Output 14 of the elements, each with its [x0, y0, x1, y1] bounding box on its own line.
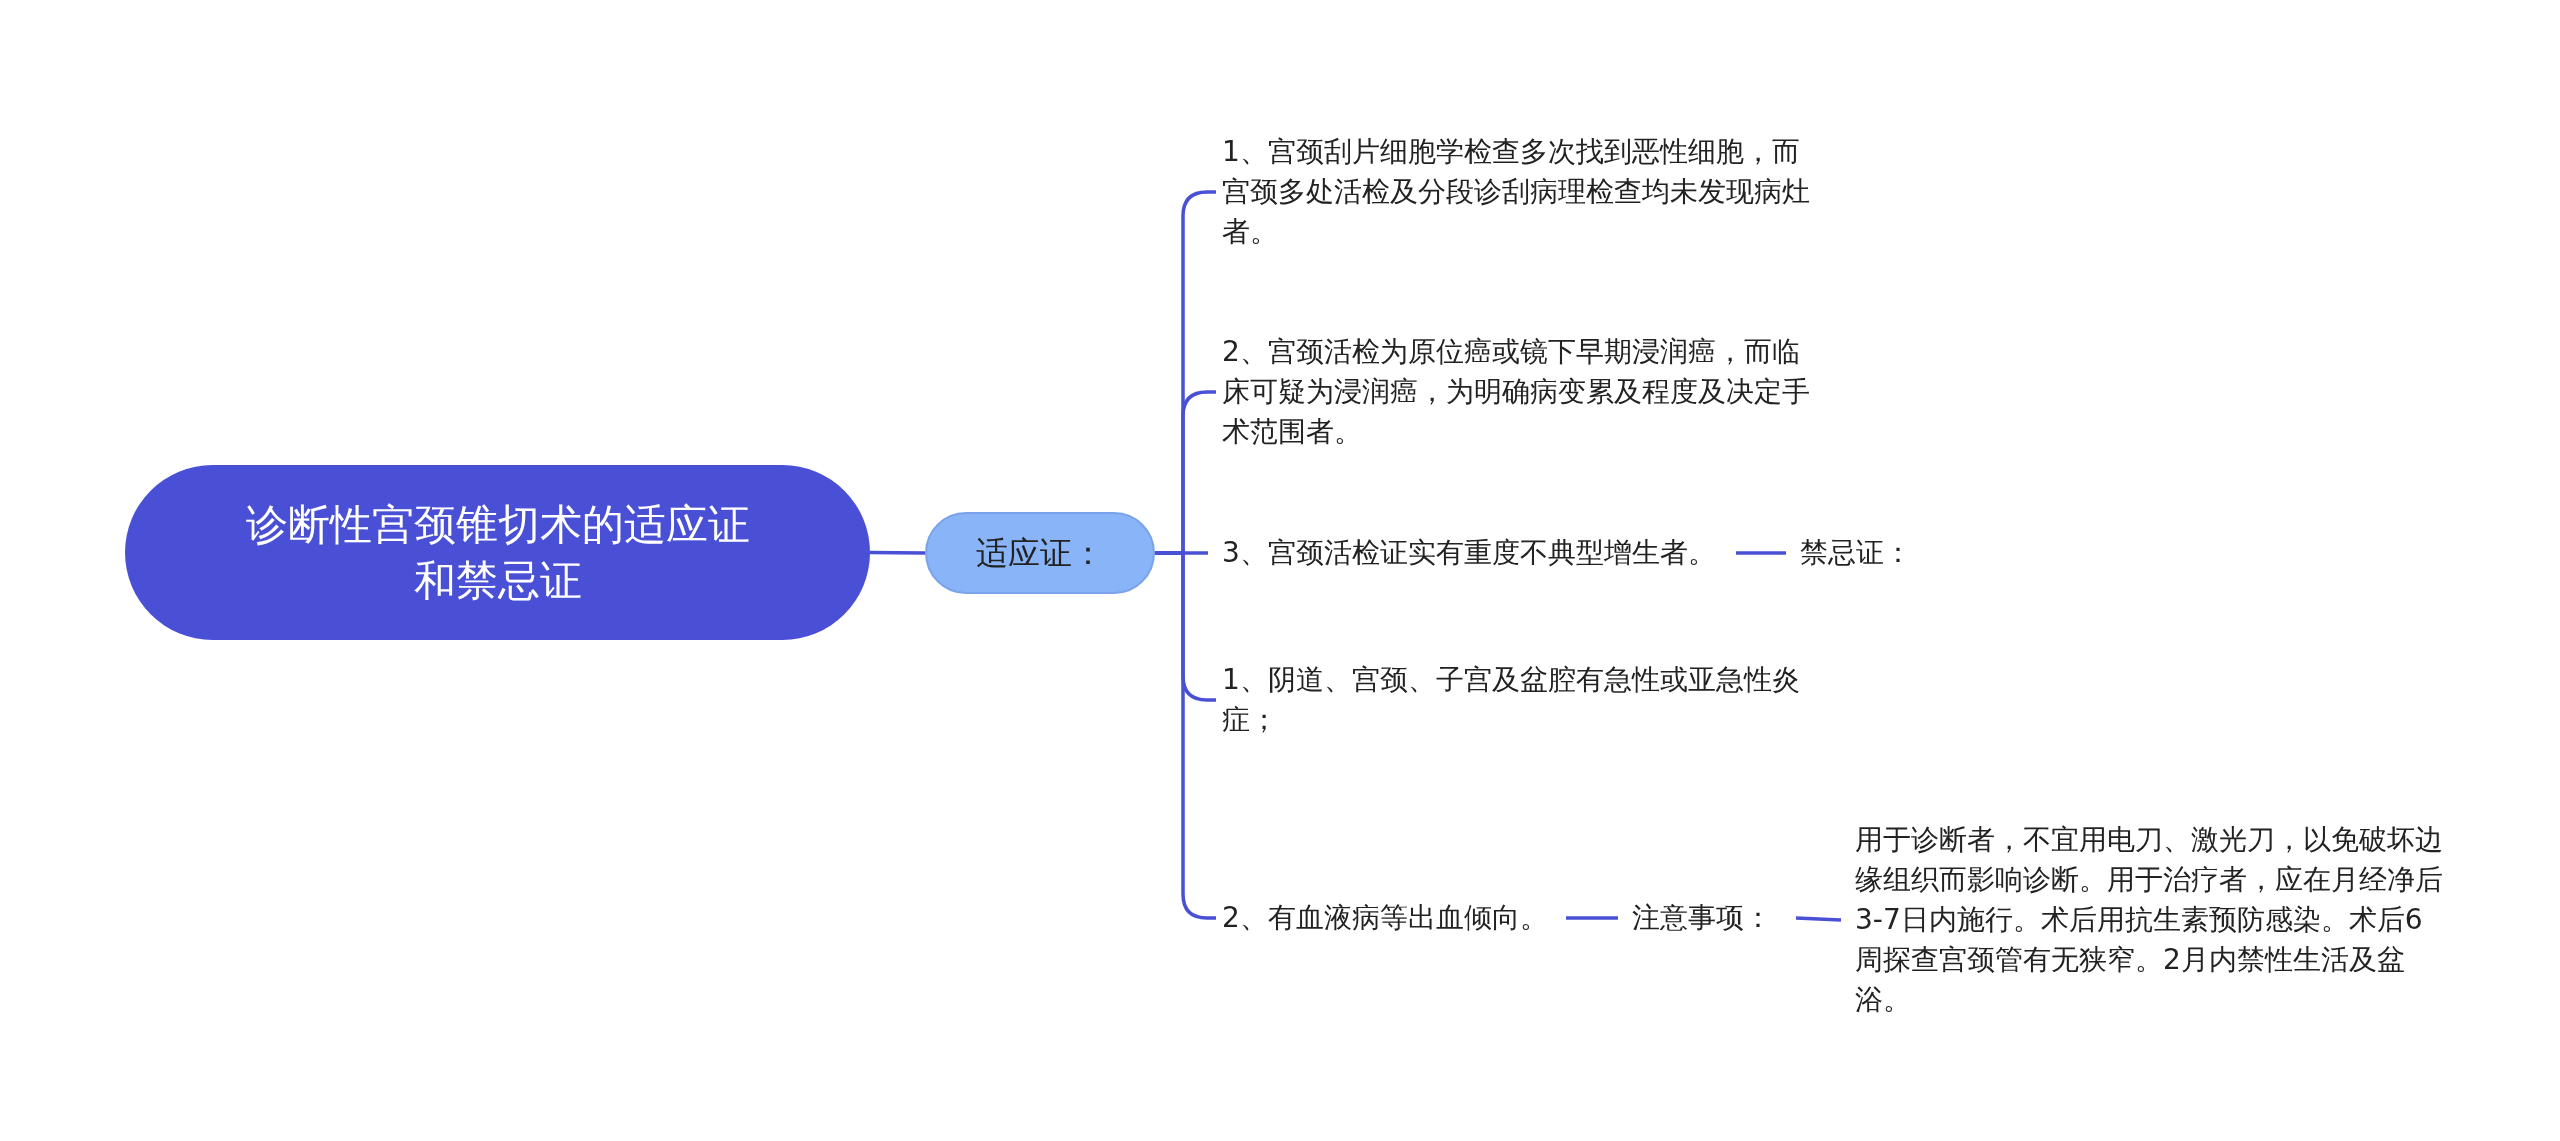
topic-text: 1、阴道、宫颈、子宫及盆腔有急性或亚急性炎症；	[1222, 660, 1812, 740]
topic-text: 注意事项：	[1632, 898, 1782, 938]
topic-text: 2、宫颈活检为原位癌或镜下早期浸润癌，而临床可疑为浸润癌，为明确病变累及程度及决定手术范围者。	[1222, 332, 1812, 452]
branch-topic-box: 适应证：	[925, 512, 1155, 594]
connector-line	[1566, 916, 1618, 920]
connector-line	[1736, 551, 1786, 555]
connector-line	[1795, 916, 1842, 922]
connector-line	[870, 550, 925, 555]
root-topic-box: 诊断性宫颈锥切术的适应证和禁忌证	[125, 465, 870, 640]
topic-text: 禁忌证：	[1800, 533, 1960, 573]
topic-text: 2、有血液病等出血倾向。	[1222, 898, 1552, 938]
topic-text: 用于诊断者，不宜用电刀、激光刀，以免破坏边缘组织而影响诊断。用于治疗者，应在月经净后3-7日内施行。术后用抗生素预防感染。术后6周探查宫颈管有无狭窄。2月内禁性生活及盆浴。	[1855, 820, 2445, 1020]
topic-text: 3、宫颈活检证实有重度不典型增生者。	[1222, 533, 1722, 573]
topic-text: 1、宫颈刮片细胞学检查多次找到恶性细胞，而宫颈多处活检及分段诊刮病理检查均未发现病灶者。	[1222, 132, 1812, 252]
